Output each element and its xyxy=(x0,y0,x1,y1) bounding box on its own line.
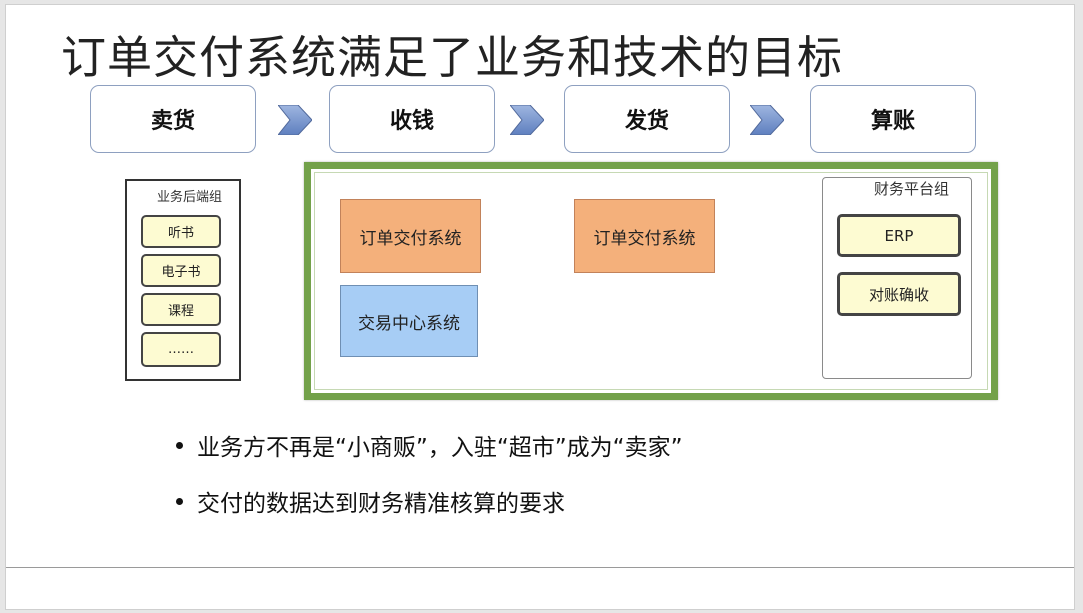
business-item-more: …… xyxy=(141,332,221,367)
business-item-ebook: 电子书 xyxy=(141,254,221,287)
stage-sell: 卖货 xyxy=(90,85,256,153)
bullet-dot-icon xyxy=(176,441,183,449)
stage-collect: 收钱 xyxy=(329,85,495,153)
business-item-audiobook: 听书 xyxy=(141,215,221,248)
finance-item-erp: ERP xyxy=(837,214,961,257)
chevron-right-arrow-icon xyxy=(278,105,312,135)
footer-divider xyxy=(6,567,1074,568)
finance-item-reconciliation: 对账确收 xyxy=(837,272,961,316)
business-backend-group-label: 业务后端组 xyxy=(157,190,223,205)
bullet-text: 交付的数据达到财务精准核算的要求 xyxy=(197,491,565,517)
slide: 订单交付系统满足了业务和技术的目标 卖货 收钱 发货 算账 业务后端组 听书 电… xyxy=(5,4,1075,610)
stage-ship: 发货 xyxy=(564,85,730,153)
chevron-right-arrow-icon xyxy=(750,105,784,135)
finance-platform-group-label: 财务平台组 xyxy=(874,180,950,198)
finance-platform-group: 财务平台组 ERP 对账确收 xyxy=(822,177,972,379)
platform-frame-inner xyxy=(314,172,988,390)
order-delivery-system-left: 订单交付系统 xyxy=(340,199,481,273)
chevron-right-arrow-icon xyxy=(510,105,544,135)
business-backend-group: 业务后端组 听书 电子书 课程 …… xyxy=(125,179,241,381)
platform-frame: 订单交付系统 订单交付系统 交易中心系统 财务平台组 ERP 对账确收 xyxy=(304,162,998,400)
trade-center-system: 交易中心系统 xyxy=(340,285,478,357)
order-delivery-system-right: 订单交付系统 xyxy=(574,199,715,273)
bullet-text: 业务方不再是“小商贩”，入驻“超市”成为“卖家” xyxy=(197,435,683,461)
bullet-item: 交付的数据达到财务精准核算的要求 xyxy=(176,485,683,517)
bullet-item: 业务方不再是“小商贩”，入驻“超市”成为“卖家” xyxy=(176,429,683,461)
stage-account: 算账 xyxy=(810,85,976,153)
business-item-course: 课程 xyxy=(141,293,221,326)
slide-title: 订单交付系统满足了业务和技术的目标 xyxy=(61,31,844,84)
bullet-dot-icon xyxy=(176,497,183,505)
bullet-list: 业务方不再是“小商贩”，入驻“超市”成为“卖家” 交付的数据达到财务精准核算的要… xyxy=(176,429,683,541)
